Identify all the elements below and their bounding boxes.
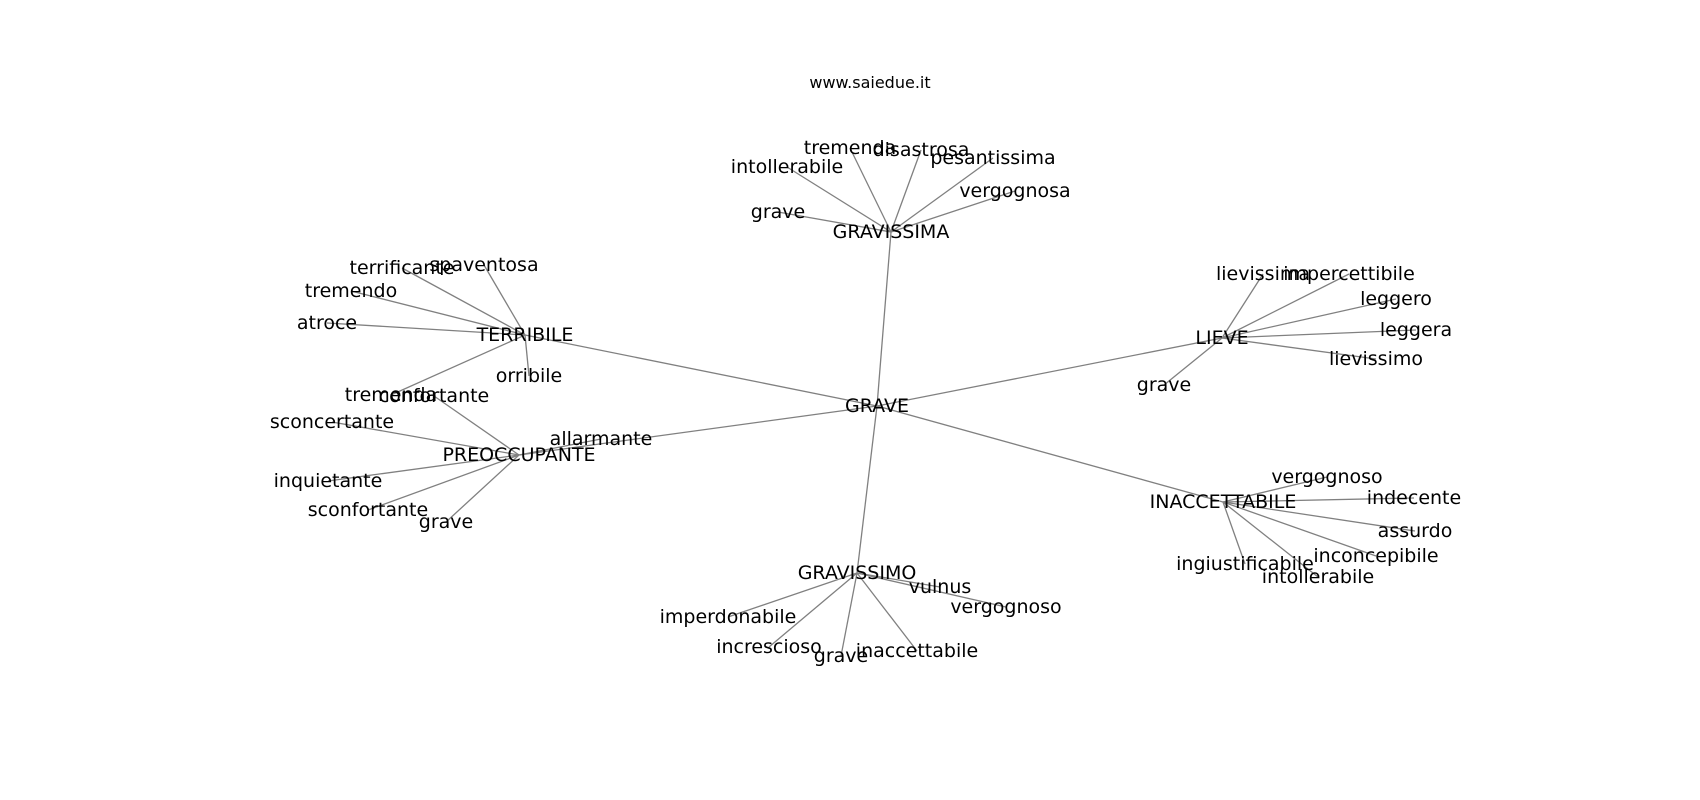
edge-gravissima-grave — [777, 211, 892, 233]
edge-lieve-leggero — [1221, 298, 1397, 339]
edge-gravissimo-vulnus — [856, 572, 941, 588]
edge-terribile-tremendo — [350, 290, 526, 336]
edge-grave-preoccupante — [518, 405, 878, 456]
edge-terribile-atroce — [326, 322, 526, 336]
edge-gravissimo-vergognoso — [856, 572, 1007, 608]
node-leaf-atroce: atroce — [297, 312, 357, 334]
node-leaf-ingiustificabile: ingiustificabile — [1176, 553, 1314, 575]
node-leaf-intollerabile: intollerabile — [731, 156, 843, 178]
edge-lieve-grave — [1163, 337, 1223, 386]
node-hub-lieve: LIEVE — [1195, 327, 1248, 349]
edge-inaccettabile-intollerabile — [1222, 501, 1319, 578]
node-leaf-assurdo: assurdo — [1378, 520, 1453, 542]
node-leaf-inquietante: inquietante — [274, 470, 383, 492]
node-leaf-disastrosa: disastrosa — [873, 139, 970, 161]
edge-gravissimo-inaccettabile — [856, 572, 918, 652]
label-layer: GRAVEGRAVISSIMAtremendadisastrosapesanti… — [270, 137, 1461, 667]
node-hub-gravissimo: GRAVISSIMO — [798, 562, 917, 584]
node-leaf-terrificante: terrificante — [350, 257, 455, 279]
edge-gravissima-vergognosa — [890, 190, 1016, 233]
edge-lieve-lievissima — [1221, 273, 1264, 339]
edge-gravissimo-increscioso — [768, 572, 858, 648]
edge-gravissima-intollerabile — [786, 166, 892, 233]
edge-preoccupante-allarmante — [518, 438, 602, 456]
edge-lieve-impercettibile — [1221, 273, 1350, 339]
edge-preoccupante-sconfortante — [367, 454, 520, 511]
node-leaf-tremenda: tremenda — [345, 384, 437, 406]
node-leaf-grave: grave — [1137, 374, 1191, 396]
edge-layer — [326, 147, 1417, 657]
node-leaf-allarmante: allarmante — [550, 428, 653, 450]
edge-gravissima-pesantissima — [890, 157, 994, 233]
node-leaf-sconcertante: sconcertante — [270, 411, 394, 433]
edge-inaccettabile-vergognoso — [1222, 476, 1328, 503]
edge-grave-gravissima — [876, 231, 892, 407]
watermark-text: www.saiedue.it — [809, 73, 930, 92]
node-leaf-vergognosa: vergognosa — [959, 180, 1070, 202]
node-leaf-tremenda: tremenda — [804, 137, 896, 159]
node-leaf-indecente: indecente — [1367, 487, 1461, 509]
node-leaf-imperdonabile: imperdonabile — [660, 606, 797, 628]
node-leaf-grave: grave — [814, 645, 868, 667]
node-leaf-confortante: confortante — [379, 385, 490, 407]
edge-inaccettabile-indecente — [1222, 497, 1415, 503]
edge-inaccettabile-assurdo — [1222, 501, 1416, 532]
edge-terribile-spaventosa — [483, 264, 526, 336]
edge-preoccupante-inquietante — [327, 454, 520, 482]
edge-terribile-tremenda — [390, 334, 526, 396]
node-leaf-vergognoso: vergognoso — [950, 596, 1061, 618]
node-leaf-lievissima: lievissima — [1216, 263, 1310, 285]
node-leaf-pesantissima: pesantissima — [930, 147, 1055, 169]
node-hub-preoccupante: PREOCCUPANTE — [442, 444, 595, 466]
edge-lieve-lievissimo — [1221, 337, 1377, 360]
node-leaf-orribile: orribile — [496, 365, 563, 387]
node-leaf-intollerabile: intollerabile — [1262, 566, 1374, 588]
edge-gravissimo-grave — [840, 572, 858, 657]
edge-lieve-leggera — [1221, 329, 1417, 339]
node-leaf-grave: grave — [751, 201, 805, 223]
node-hub-terribile: TERRIBILE — [476, 324, 574, 346]
node-leaf-vulnus: vulnus — [909, 576, 972, 598]
node-leaf-inaccettabile: inaccettabile — [856, 640, 978, 662]
node-leaf-inconcepibile: inconcepibile — [1313, 545, 1438, 567]
node-leaf-leggero: leggero — [1360, 288, 1432, 310]
edge-preoccupante-confortante — [433, 395, 520, 456]
edge-terribile-terrificante — [401, 267, 526, 336]
node-center: GRAVE — [845, 395, 909, 417]
node-leaf-impercettibile: impercettibile — [1283, 263, 1415, 285]
edge-grave-gravissimo — [856, 405, 878, 574]
node-leaf-increscioso: increscioso — [716, 636, 822, 658]
edge-gravissima-tremenda — [849, 147, 892, 233]
node-leaf-tremendo: tremendo — [305, 280, 397, 302]
node-leaf-vergognoso: vergognoso — [1271, 466, 1382, 488]
edge-grave-inaccettabile — [876, 405, 1224, 503]
node-leaf-sconfortante: sconfortante — [308, 499, 428, 521]
edge-grave-terribile — [524, 334, 878, 407]
node-leaf-leggera: leggera — [1380, 319, 1452, 341]
node-leaf-lievissimo: lievissimo — [1329, 348, 1423, 370]
edge-terribile-orribile — [524, 334, 530, 377]
node-hub-inaccettabile: INACCETTABILE — [1150, 491, 1297, 513]
node-leaf-spaventosa: spaventosa — [429, 254, 538, 276]
node-hub-gravissima: GRAVISSIMA — [833, 221, 950, 243]
edge-preoccupante-sconcertante — [331, 421, 520, 456]
edge-gravissimo-imperdonabile — [727, 572, 858, 618]
edge-grave-lieve — [876, 337, 1223, 407]
edge-inaccettabile-inconcepibile — [1222, 501, 1377, 557]
edge-gravissima-disastrosa — [890, 149, 922, 233]
edge-inaccettabile-ingiustificabile — [1222, 501, 1246, 565]
edge-preoccupante-grave — [445, 454, 520, 523]
node-leaf-grave: grave — [419, 511, 473, 533]
